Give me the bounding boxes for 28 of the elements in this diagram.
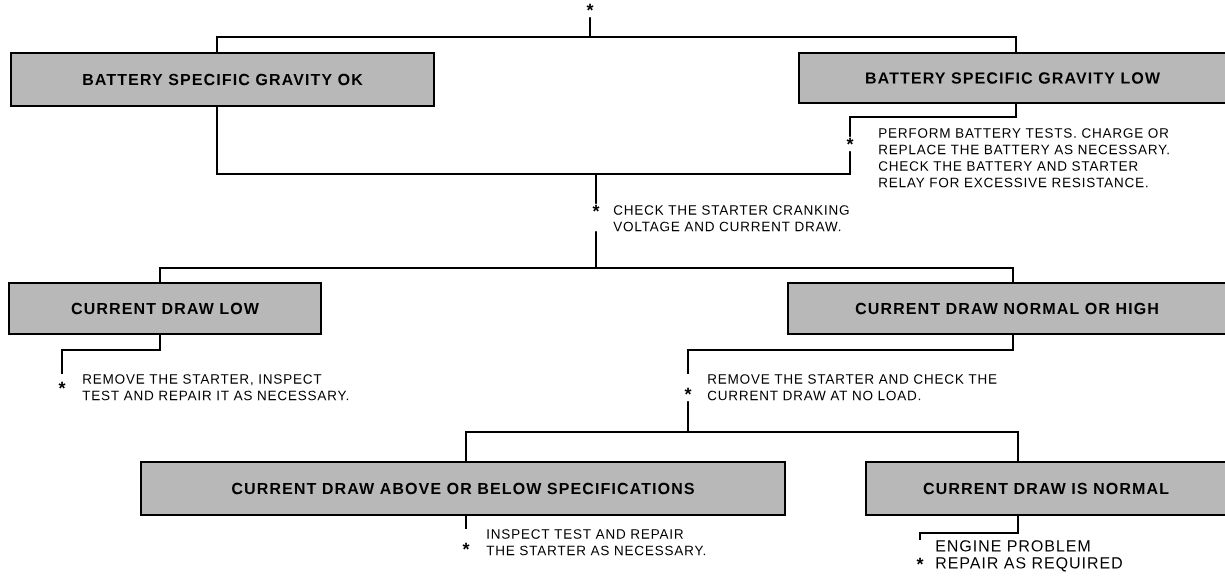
asterisk: * [915, 556, 925, 572]
asterisk: * [586, 3, 594, 11]
decision-box: BATTERY SPECIFIC GRAVITY OK [10, 52, 435, 107]
decision-box: CURRENT DRAW NORMAL OR HIGH [787, 282, 1225, 335]
connector-line [919, 515, 1019, 541]
asterisk: * [591, 203, 601, 219]
connector-line [849, 103, 1017, 129]
instruction-text: ENGINE PROBLEM REPAIR AS REQUIRED [936, 540, 1122, 572]
connector-line [595, 230, 1014, 283]
connector-line [687, 399, 1019, 462]
decision-box: CURRENT DRAW ABOVE OR BELOW SPECIFICATIONS [140, 461, 786, 516]
instruction-text: REMOVE THE STARTER, INSPECT TEST AND REPAIR IT AS NECESSARY. [82, 374, 349, 401]
instruction-text: PERFORM BATTERY TESTS. CHARGE OR REPLACE THE BATTERY AS NECESSARY. CHECK THE BATTERY AND STARTER RELAY FOR EXCESSIVE RESISTANCE. [878, 128, 1169, 188]
connector-line [589, 16, 1017, 53]
asterisk: * [683, 386, 693, 402]
instruction-text: REMOVE THE STARTER AND CHECK THE CURRENT DRAW AT NO LOAD. [707, 374, 997, 401]
asterisk: * [845, 136, 855, 152]
connector-line [61, 334, 161, 375]
decision-box: BATTERY SPECIFIC GRAVITY LOW [798, 52, 1225, 104]
decision-box: CURRENT DRAW LOW [8, 282, 322, 335]
asterisk: * [57, 380, 67, 396]
decision-box: CURRENT DRAW IS NORMAL [865, 461, 1225, 516]
instruction-text: INSPECT TEST AND REPAIR THE STARTER AS NECESSARY. [486, 529, 706, 556]
connector-line [687, 334, 1014, 375]
instruction-text: CHECK THE STARTER CRANKING VOLTAGE AND CURRENT DRAW. [613, 205, 849, 232]
connector-line [216, 106, 597, 206]
connector-line [465, 515, 467, 530]
asterisk: * [461, 541, 471, 557]
